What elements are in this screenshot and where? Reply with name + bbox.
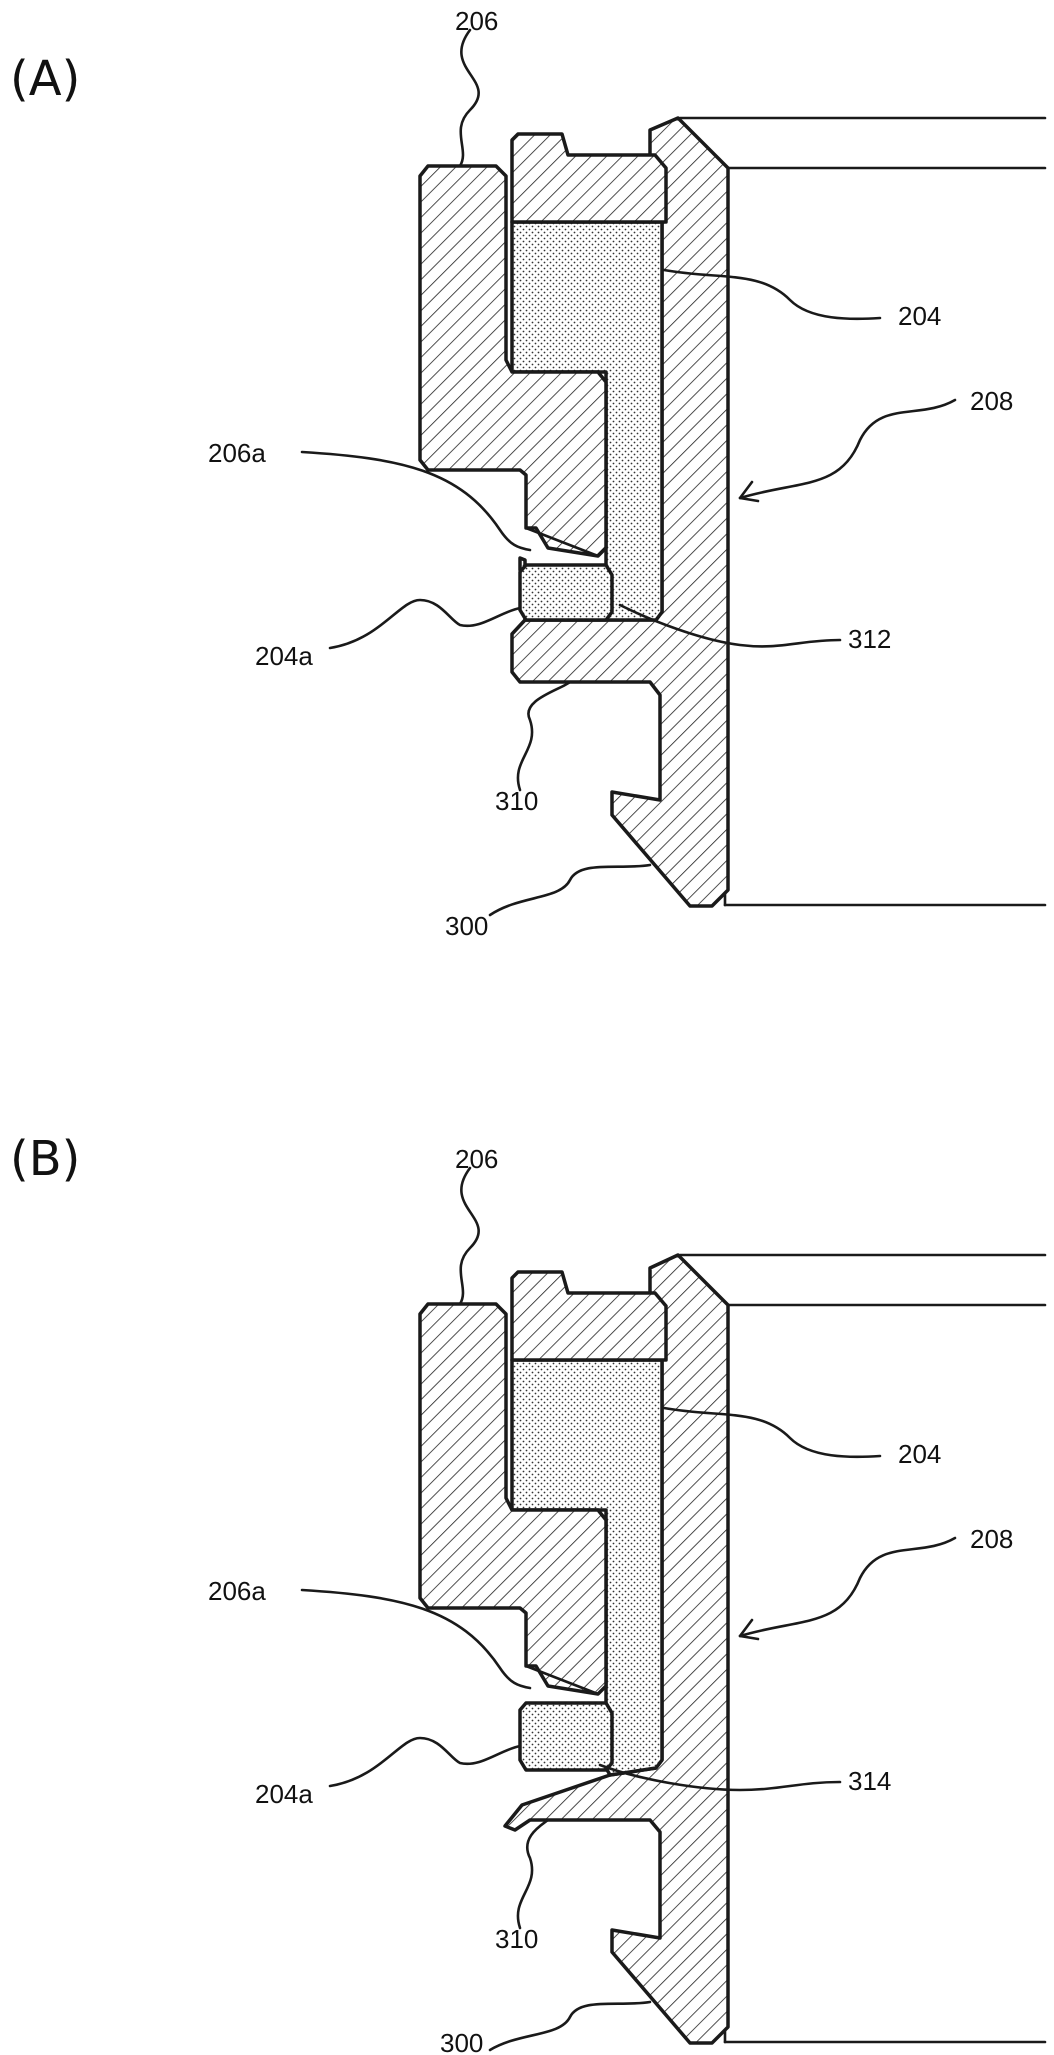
panel-b: (B) 206 204 208 206a 204a bbox=[10, 1131, 1045, 2055]
ref-300-a: 300 bbox=[445, 911, 488, 941]
ref-310-b: 310 bbox=[495, 1924, 538, 1954]
ref-314-b: 314 bbox=[848, 1766, 891, 1796]
ref-208-a: 208 bbox=[970, 386, 1013, 416]
ref-204-b: 204 bbox=[898, 1439, 941, 1469]
ref-312-a: 312 bbox=[848, 624, 891, 654]
ref-206-b: 206 bbox=[455, 1144, 498, 1174]
part-204a-ridge-b bbox=[520, 1703, 612, 1770]
part-204-cap-b bbox=[512, 1272, 666, 1360]
part-204-cap-a bbox=[512, 134, 666, 222]
ref-204a-a: 204a bbox=[255, 641, 313, 671]
ref-204a-b: 204a bbox=[255, 1779, 313, 1809]
ref-208-b: 208 bbox=[970, 1524, 1013, 1554]
ref-206a-b: 206a bbox=[208, 1576, 266, 1606]
ref-204-a: 204 bbox=[898, 301, 941, 331]
panel-label-b: (B) bbox=[10, 1131, 80, 1187]
ref-300-b: 300 bbox=[440, 2028, 483, 2055]
ref-206a-a: 206a bbox=[208, 438, 266, 468]
panel-a: (A) bbox=[10, 6, 1045, 941]
part-204a-ridge-a bbox=[520, 565, 612, 620]
tube-lines-b bbox=[680, 1255, 1045, 2042]
ref-206-a: 206 bbox=[455, 6, 498, 36]
ref-310-a: 310 bbox=[495, 786, 538, 816]
panel-label-a: (A) bbox=[10, 51, 80, 107]
tube-lines-a bbox=[680, 118, 1045, 905]
